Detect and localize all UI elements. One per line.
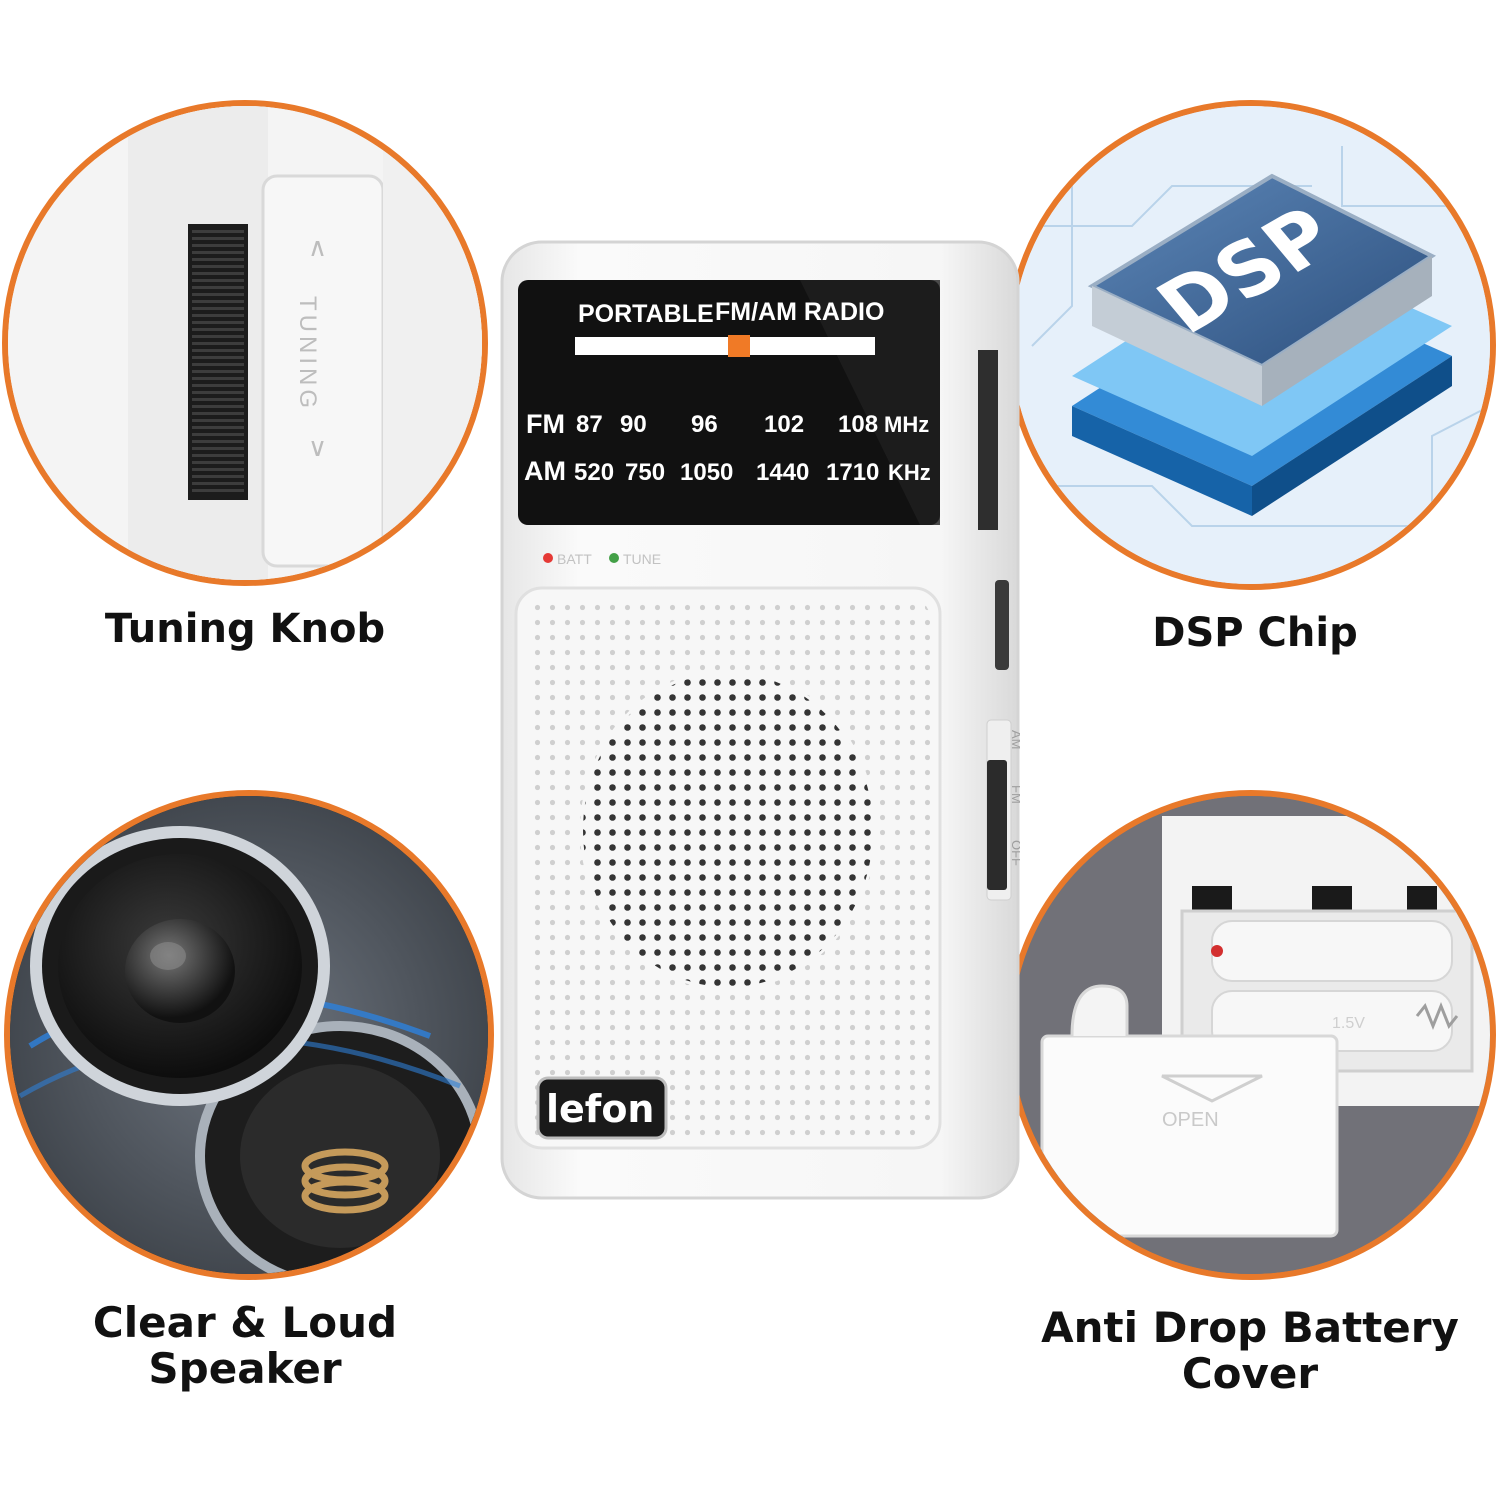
switch-fm-label: FM xyxy=(1009,785,1020,804)
dsp-chip-caption: DSP Chip xyxy=(1152,610,1358,656)
arrow-down-icon xyxy=(1161,1074,1263,1103)
tuning-scale xyxy=(575,337,875,355)
tune-led xyxy=(609,553,619,563)
dsp-chip-illustration: DSP xyxy=(1012,106,1490,584)
battery-cover-detail: 1.5V OPEN xyxy=(1006,790,1496,1280)
knob-ridge xyxy=(192,349,244,352)
tune-label: TUNE xyxy=(623,551,661,567)
side-volume-wheel xyxy=(995,580,1009,670)
fm-freq: 108 xyxy=(838,411,878,438)
knob-ridge xyxy=(192,384,244,387)
knob-ridge xyxy=(192,335,244,338)
panel-title-portable: PORTABLE xyxy=(578,300,714,328)
knob-ridge xyxy=(192,237,244,240)
knob-ridge xyxy=(192,391,244,394)
knob-ridge xyxy=(192,342,244,345)
battery-voltage-label: 1.5V xyxy=(1332,1015,1365,1032)
knob-ridge xyxy=(192,426,244,429)
am-scale-row: AM 520 750 1050 1440 1710 KHz xyxy=(524,456,931,486)
voice-coil-spring xyxy=(301,1148,389,1214)
fm-scale-row: FM 87 90 96 102 108 MHz xyxy=(526,409,929,439)
knob-ridge xyxy=(192,230,244,233)
tuning-knob-caption: Tuning Knob xyxy=(104,606,386,652)
am-freq: 1710 xyxy=(826,459,879,486)
batt-led xyxy=(543,553,553,563)
knob-ridge xyxy=(192,307,244,310)
speaker-caption-line2: Speaker xyxy=(148,1344,342,1393)
battery-cover-illustration: 1.5V OPEN xyxy=(1012,796,1490,1274)
knob-ridge xyxy=(192,265,244,268)
fm-freq: 102 xyxy=(764,411,804,438)
radio-illustration: AM FM OFF PORTABLE FM/AM RADIO FM 87 90 … xyxy=(500,240,1024,1200)
knob-ridge xyxy=(192,328,244,331)
knob-ridge xyxy=(192,244,244,247)
knob-ridge xyxy=(192,475,244,478)
knob-ridge xyxy=(192,363,244,366)
knob-ridge xyxy=(192,377,244,380)
switch-off-label: OFF xyxy=(1009,840,1020,866)
knob-ridge xyxy=(192,251,244,254)
battery-caption: Anti Drop Battery Cover xyxy=(1010,1305,1490,1397)
knob-ridge xyxy=(192,321,244,324)
speaker-caption-line1: Clear & Loud xyxy=(92,1298,398,1347)
knob-ridge xyxy=(192,461,244,464)
speaker-illustration xyxy=(10,796,488,1274)
knob-ridge xyxy=(192,419,244,422)
knob-ridge xyxy=(192,356,244,359)
knob-ridge xyxy=(192,405,244,408)
speaker-detail xyxy=(4,790,494,1280)
knob-ridge xyxy=(192,314,244,317)
am-unit: KHz xyxy=(888,460,931,485)
knob-ridge xyxy=(192,300,244,303)
chevron-up-icon: ∧ xyxy=(308,233,327,263)
knob-ridge xyxy=(192,433,244,436)
knob-ridge xyxy=(192,293,244,296)
knob-ridge xyxy=(192,279,244,282)
speaker-caption: Clear & Loud Speaker xyxy=(40,1300,450,1392)
am-freq: 520 xyxy=(574,459,614,486)
fm-band-label: FM xyxy=(526,409,565,439)
side-tuning-wheel xyxy=(978,350,998,530)
battery-caption-line1: Anti Drop Battery xyxy=(1041,1303,1459,1352)
spring-contact xyxy=(1415,1001,1459,1031)
fm-freq: 87 xyxy=(576,411,603,438)
knob-ridge xyxy=(192,482,244,485)
tuning-knob-illustration: ∧ ∨ TUNING xyxy=(8,106,482,580)
knob-ridge xyxy=(192,412,244,415)
knob-ridge xyxy=(192,454,244,457)
fm-freq: 90 xyxy=(620,411,647,438)
brand-badge xyxy=(536,1076,668,1140)
am-band-label: AM xyxy=(524,456,566,486)
dsp-chip-detail: DSP xyxy=(1006,100,1496,590)
tuning-pointer xyxy=(728,335,750,357)
am-freq: 1440 xyxy=(756,459,809,486)
knob-ridge xyxy=(192,286,244,289)
tuning-knob-detail: ∧ ∨ TUNING xyxy=(2,100,488,586)
radio-device: AM FM OFF PORTABLE FM/AM RADIO FM 87 90 … xyxy=(500,240,1024,1200)
knob-ridge xyxy=(192,468,244,471)
batt-label: BATT xyxy=(557,551,592,567)
chevron-down-icon: ∨ xyxy=(308,433,327,463)
am-freq: 750 xyxy=(625,459,665,486)
fm-unit: MHz xyxy=(884,412,929,437)
knob-ridge xyxy=(192,370,244,373)
battery-cover-door: OPEN xyxy=(1040,984,1339,1238)
fm-freq: 96 xyxy=(691,411,718,438)
knob-ridge xyxy=(192,272,244,275)
knob-ridge xyxy=(192,447,244,450)
knob-ridge xyxy=(192,258,244,261)
knob-ridge xyxy=(192,489,244,492)
am-freq: 1050 xyxy=(680,459,733,486)
knob-wheel xyxy=(188,224,248,500)
open-label: OPEN xyxy=(1162,1109,1219,1131)
tuning-label: TUNING xyxy=(294,296,321,412)
knob-ridge xyxy=(192,398,244,401)
brand-logo-text: lefon xyxy=(546,1087,655,1131)
knob-ridge xyxy=(192,440,244,443)
band-switch[interactable] xyxy=(987,760,1007,890)
panel-title-radio: FM/AM RADIO xyxy=(715,298,884,326)
switch-am-label: AM xyxy=(1009,730,1020,750)
battery-caption-line2: Cover xyxy=(1181,1349,1319,1398)
